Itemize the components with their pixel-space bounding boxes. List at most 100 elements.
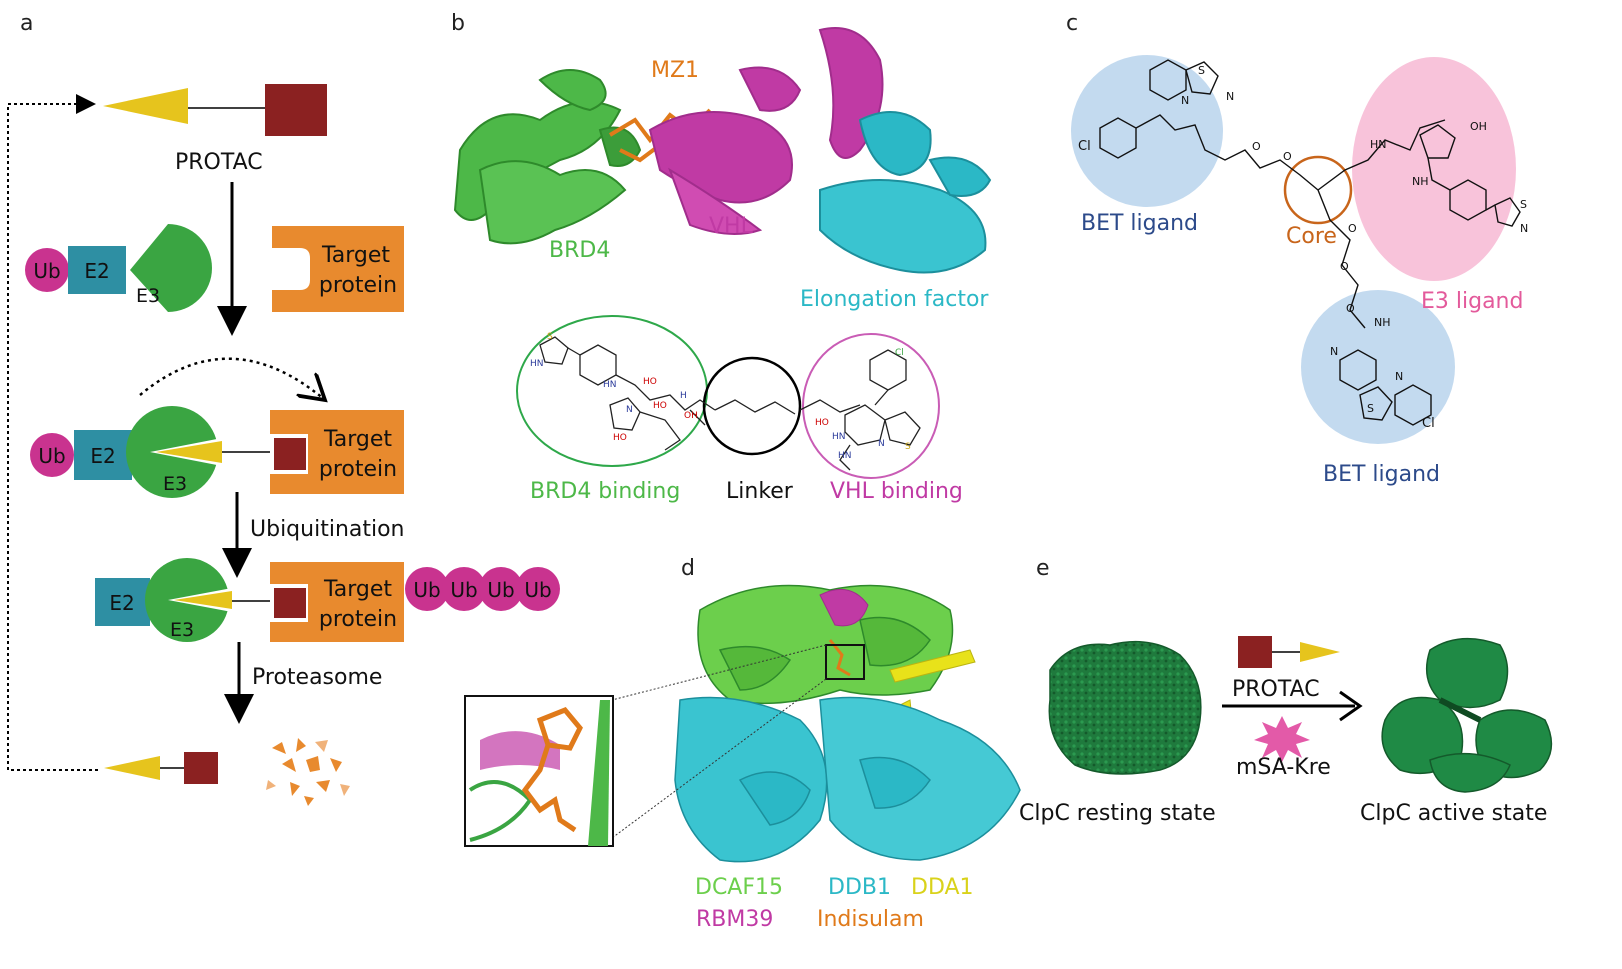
protac-molecule (103, 84, 327, 136)
panel-b: b MZ1 BRD4 VHL Elongation factor (451, 11, 992, 504)
e3-label-2: E3 (163, 473, 187, 495)
svg-text:HN: HN (530, 359, 544, 369)
ligand-shape (103, 88, 188, 124)
core-circle (1283, 155, 1353, 225)
svg-text:H: H (680, 391, 687, 401)
svg-text:HO: HO (613, 433, 627, 443)
elongation-structure (819, 111, 992, 274)
svg-text:S: S (1198, 64, 1205, 77)
svg-text:N: N (1226, 90, 1234, 103)
ub-circle (25, 248, 69, 292)
svg-text:OH: OH (1470, 120, 1487, 133)
svg-text:Cl: Cl (895, 348, 904, 358)
ub-circle-2 (30, 433, 74, 477)
target-protein-1 (272, 226, 404, 312)
svg-text:N: N (626, 405, 633, 415)
zoom-region (825, 644, 865, 680)
mz1-atom-labels: S HN HN HO HO H OH HO N Cl HO HN HN N S (530, 332, 911, 461)
elongation-label: Elongation factor (800, 287, 989, 312)
e2-label-3: E2 (109, 591, 134, 615)
panel-a: a PROTAC Ub E2 E3 Target protein Ub E2 (7, 11, 560, 806)
linker-ellipse (702, 356, 802, 456)
mz1-skeletal-formula (539, 336, 921, 471)
svg-text:Ub: Ub (524, 578, 551, 602)
svg-text:S: S (547, 332, 553, 342)
dda1-label: DDA1 (911, 875, 974, 900)
svg-text:N: N (878, 439, 885, 449)
dda1-structure (889, 649, 976, 683)
protac-label: PROTAC (175, 150, 263, 175)
svg-text:S: S (1367, 402, 1374, 415)
svg-text:HO: HO (643, 377, 657, 387)
target-label-2b: protein (319, 457, 397, 482)
protac-ligand-e (1300, 642, 1340, 662)
ubiquitination-label: Ubiquitination (250, 517, 405, 542)
bet-ligand-top-label: BET ligand (1081, 211, 1198, 236)
clpc-active-structure (1381, 637, 1553, 793)
brd4-label: BRD4 (549, 238, 610, 263)
panel-e: e PROTAC mSA-Kre ClpC resting state ClpC… (1019, 556, 1553, 826)
msa-kre-label: mSA-Kre (1236, 755, 1331, 780)
brd4-binding-label: BRD4 binding (530, 479, 680, 504)
brd4-binding-ellipse (516, 315, 708, 467)
rbm39-label: RBM39 (696, 907, 773, 932)
panel-d: d (464, 556, 1021, 932)
svg-text:Ub: Ub (487, 578, 514, 602)
svg-text:N: N (1181, 94, 1189, 107)
e3-label-3: E3 (170, 619, 194, 641)
target-label-1a: Target (321, 243, 390, 268)
e3-ligand-ellipse (1352, 57, 1516, 281)
svg-text:O: O (1283, 150, 1292, 163)
protac-label-e: PROTAC (1232, 677, 1320, 702)
panel-b-letter: b (451, 11, 465, 36)
cl-bottom: Cl (1422, 416, 1435, 431)
e2-box-3 (95, 578, 150, 626)
svg-text:N: N (1520, 222, 1528, 235)
tri-protac-skeletal (1099, 59, 1521, 426)
ddb1-label: DDB1 (828, 875, 891, 900)
panel-c: c S N N O O HN OH NH (1066, 11, 1528, 487)
target-label-3b: protein (319, 607, 397, 632)
tri-protac-atoms: S N N O O HN OH NH S N O O O NH N N S (1181, 64, 1528, 415)
svg-text:HO: HO (653, 401, 667, 411)
svg-text:O: O (1340, 260, 1349, 273)
vhl-binding-ellipse (802, 333, 940, 479)
indisulam-label: Indisulam (817, 907, 924, 932)
ub-chain: Ub Ub Ub Ub (405, 567, 560, 611)
e2-box-2 (74, 430, 132, 480)
svg-text:Ub: Ub (413, 578, 440, 602)
e3-ligand-label: E3 ligand (1421, 289, 1523, 314)
proteasome-label: Proteasome (252, 665, 382, 690)
svg-text:HN: HN (1370, 138, 1387, 151)
svg-text:S: S (905, 442, 911, 452)
vhl-label: VHL (709, 214, 754, 239)
rbm39-structure (819, 588, 869, 627)
svg-text:HN: HN (838, 451, 852, 461)
mz1-label: MZ1 (651, 58, 699, 83)
e2-label: E2 (84, 259, 109, 283)
panel-a-letter: a (20, 11, 33, 36)
core-label: Core (1286, 224, 1337, 249)
ub-label-2: Ub (38, 444, 65, 468)
brd4-structure (453, 69, 642, 245)
svg-text:O: O (1346, 302, 1355, 315)
transfer-arc (139, 357, 325, 400)
bet-ligand-top-circle (1071, 55, 1223, 207)
target-label-1b: protein (319, 273, 397, 298)
vhl-structure (648, 27, 884, 235)
dcaf15-label: DCAF15 (695, 875, 783, 900)
ddb1-structure (674, 696, 1021, 863)
clpc-resting-blob (1048, 640, 1202, 775)
active-label: ClpC active state (1360, 801, 1547, 826)
panel-d-letter: d (681, 556, 695, 581)
panel-c-letter: c (1066, 11, 1078, 36)
resting-label: ClpC resting state (1019, 801, 1216, 826)
target-label-2a: Target (323, 427, 392, 452)
cl-top: Cl (1078, 139, 1091, 154)
peptide-fragments (266, 738, 350, 806)
e3-label: E3 (136, 285, 160, 307)
target-label-3a: Target (323, 577, 392, 602)
svg-text:O: O (1348, 222, 1357, 235)
svg-text:NH: NH (1374, 316, 1391, 329)
warhead-shape (265, 84, 327, 136)
